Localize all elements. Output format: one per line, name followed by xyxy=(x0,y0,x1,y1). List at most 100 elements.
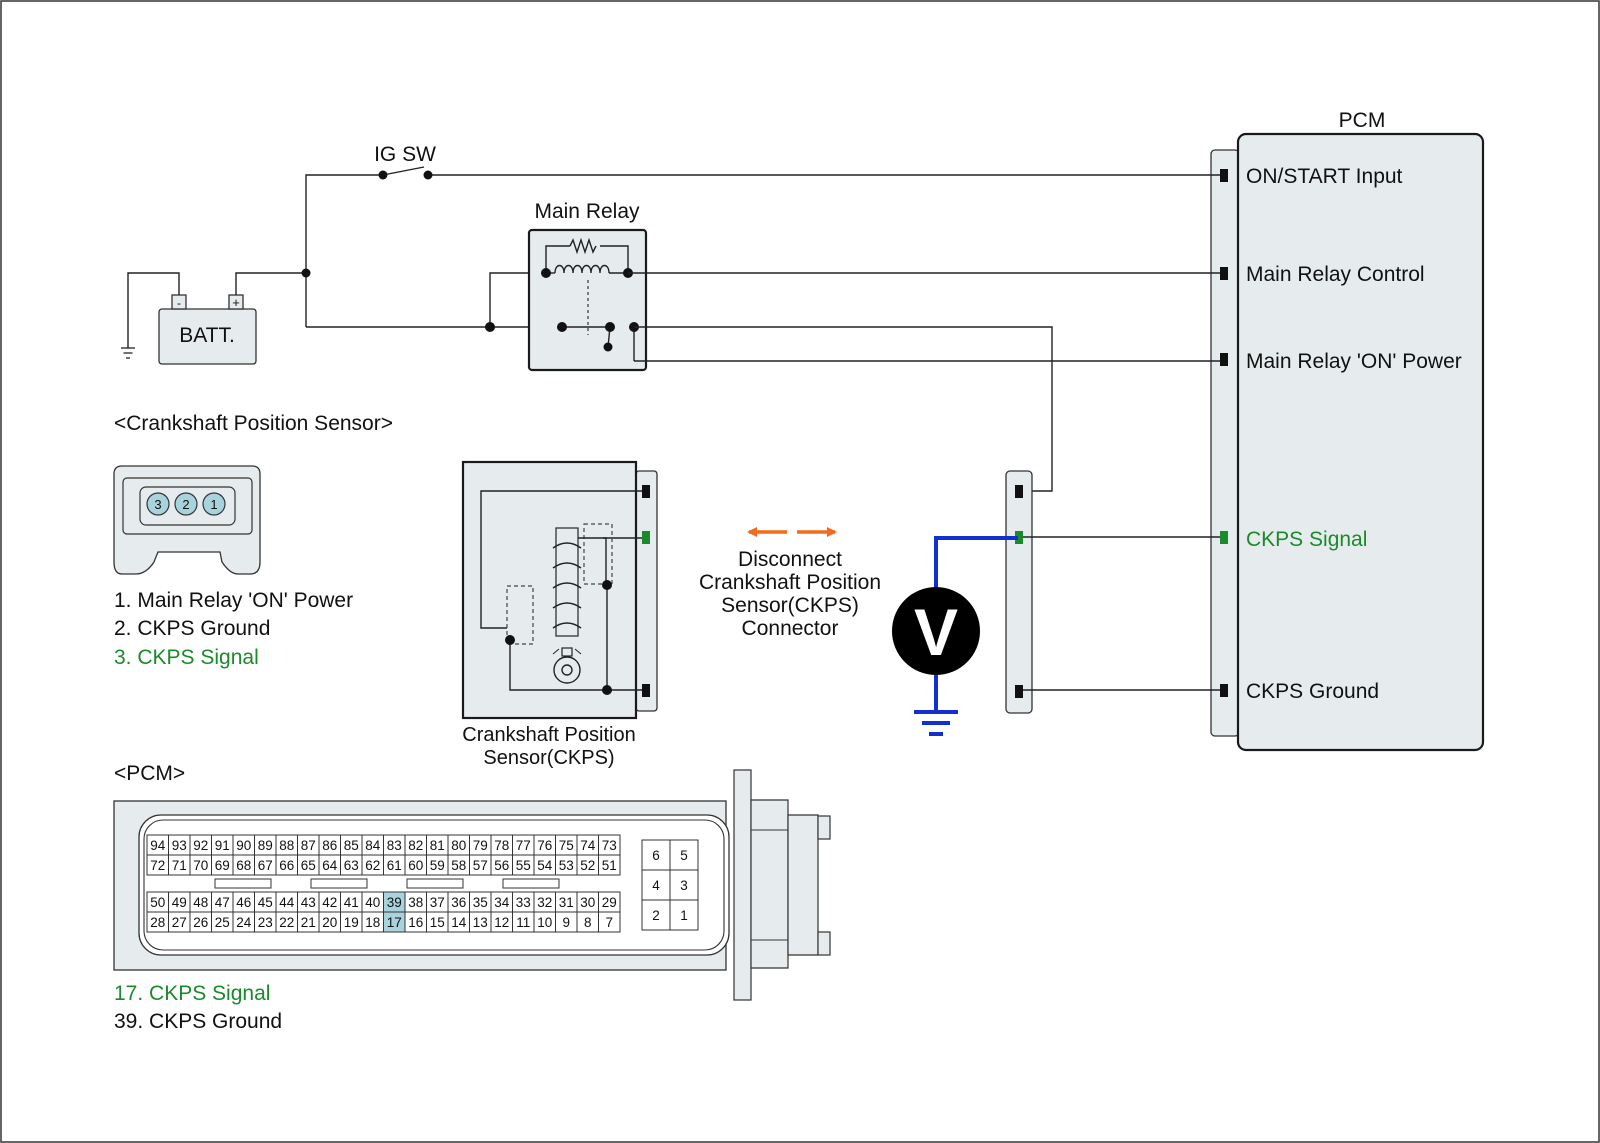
pcm-pin-terminal xyxy=(1220,353,1228,366)
ig-switch-contact xyxy=(382,166,425,176)
pin-number: 20 xyxy=(322,915,337,930)
pcm-pin-label: CKPS Ground xyxy=(1246,680,1379,703)
pin-number: 11 xyxy=(516,915,530,930)
pin-number: 75 xyxy=(559,838,574,853)
ckps-sensor-label-line1: Crankshaft Position xyxy=(462,724,635,746)
pin-number: 2 xyxy=(652,908,660,923)
pin-number: 30 xyxy=(580,895,595,910)
pin-number: 76 xyxy=(537,838,552,853)
sensor-coil-icon xyxy=(552,542,582,629)
pin-key-slot xyxy=(406,878,464,889)
pin-number: 91 xyxy=(215,838,230,853)
sensor-core xyxy=(555,527,579,637)
pin-number: 19 xyxy=(344,915,359,930)
main-relay: Main Relay xyxy=(527,200,648,372)
main-relay-label: Main Relay xyxy=(534,200,640,223)
pin-number: 61 xyxy=(387,858,402,873)
pin-number: 59 xyxy=(430,858,445,873)
pin-number: 44 xyxy=(279,895,295,910)
reluctor-wheel-icon xyxy=(552,647,582,684)
voltmeter-positive-lead xyxy=(934,536,1018,590)
ig-switch-label: IG SW xyxy=(374,143,436,166)
pin-number: 67 xyxy=(258,858,273,873)
harness-connector xyxy=(1005,470,1033,714)
instruction-line: Sensor(CKPS) xyxy=(721,594,859,617)
pin-number: 58 xyxy=(451,858,466,873)
pin-number: 82 xyxy=(408,838,423,853)
pin-cell xyxy=(641,839,671,871)
pin-number: 34 xyxy=(494,895,510,910)
pin-number: 32 xyxy=(537,895,552,910)
pcm-pin-terminal xyxy=(1220,267,1228,280)
pin-number: 31 xyxy=(559,895,574,910)
pin-number: 49 xyxy=(172,895,187,910)
pin-key-slot xyxy=(310,878,368,889)
pin-number: 48 xyxy=(193,895,208,910)
pin-number: 88 xyxy=(279,838,294,853)
pin-key-slot xyxy=(214,878,272,889)
harness-connector-body xyxy=(1005,470,1033,714)
pin-number: 42 xyxy=(322,895,337,910)
ckps-power-feed-wire xyxy=(634,326,1053,492)
pcm-block: PCM ON/START Input Main Relay Control Ma… xyxy=(1210,109,1485,752)
pin-number: 26 xyxy=(193,915,208,930)
cavity-number: 2 xyxy=(182,497,189,512)
relay-resistor-icon xyxy=(569,237,597,255)
pin-number: 52 xyxy=(580,858,595,873)
pin-number: 9 xyxy=(562,915,570,930)
ckps-connector-detail: <Crankshaft Position Sensor> 3 2 1 1. Ma… xyxy=(113,412,393,669)
pcm-pin-terminal xyxy=(1220,684,1228,697)
pin-number: 63 xyxy=(344,858,359,873)
pin-cell xyxy=(598,854,621,876)
pin-number: 57 xyxy=(473,858,488,873)
voltmeter-symbol: V xyxy=(914,595,958,669)
cavity-1 xyxy=(202,492,226,516)
pin-number: 4 xyxy=(652,878,660,893)
pin-number: 72 xyxy=(150,858,165,873)
pin-number: 80 xyxy=(451,838,466,853)
ckps-sensor: Crankshaft Position Sensor(CKPS) xyxy=(461,460,658,769)
pin-cell xyxy=(598,911,621,933)
connector-flange xyxy=(733,769,831,1001)
relay-coil-icon xyxy=(554,264,610,274)
pin-number: 50 xyxy=(150,895,165,910)
pin-number: 39 xyxy=(387,895,402,910)
pcm-pin-terminal xyxy=(1220,531,1228,544)
pin-number: 78 xyxy=(494,838,509,853)
ckps-sensor-body xyxy=(461,460,638,720)
pin-number: 40 xyxy=(365,895,380,910)
pin-number: 70 xyxy=(193,858,208,873)
pin-number: 85 xyxy=(344,838,359,853)
pin-number: 66 xyxy=(279,858,294,873)
ckps-pin-desc: 1. Main Relay 'ON' Power xyxy=(114,589,353,612)
pin-number: 47 xyxy=(215,895,230,910)
pin-number: 12 xyxy=(494,915,509,930)
battery-plus: + xyxy=(232,295,240,310)
ckps-pin-desc: 2. CKPS Ground xyxy=(114,617,270,640)
pin-number: 74 xyxy=(580,838,596,853)
pin-number: 27 xyxy=(172,915,187,930)
pin-number: 92 xyxy=(193,838,208,853)
pin-number: 84 xyxy=(365,838,381,853)
pin-number: 90 xyxy=(236,838,251,853)
pin-number: 13 xyxy=(473,915,488,930)
battery: - + BATT. xyxy=(121,272,257,365)
pin-number: 15 xyxy=(430,915,445,930)
cavity-2 xyxy=(174,492,198,516)
pin-number: 5 xyxy=(680,848,688,863)
voltmeter: V xyxy=(892,536,1018,736)
voltmeter-ground-icon xyxy=(914,710,958,736)
pin-number: 55 xyxy=(516,858,531,873)
pin-number: 35 xyxy=(473,895,488,910)
pin-number: 28 xyxy=(150,915,165,930)
battery-minus: - xyxy=(177,296,181,310)
pin-number: 62 xyxy=(365,858,380,873)
battery-ground-wire xyxy=(127,272,180,348)
instruction-line: Disconnect xyxy=(738,548,842,571)
pin-cell xyxy=(669,839,699,871)
pcm-connector-title: <PCM> xyxy=(114,762,185,785)
instruction-line: Connector xyxy=(742,617,839,640)
